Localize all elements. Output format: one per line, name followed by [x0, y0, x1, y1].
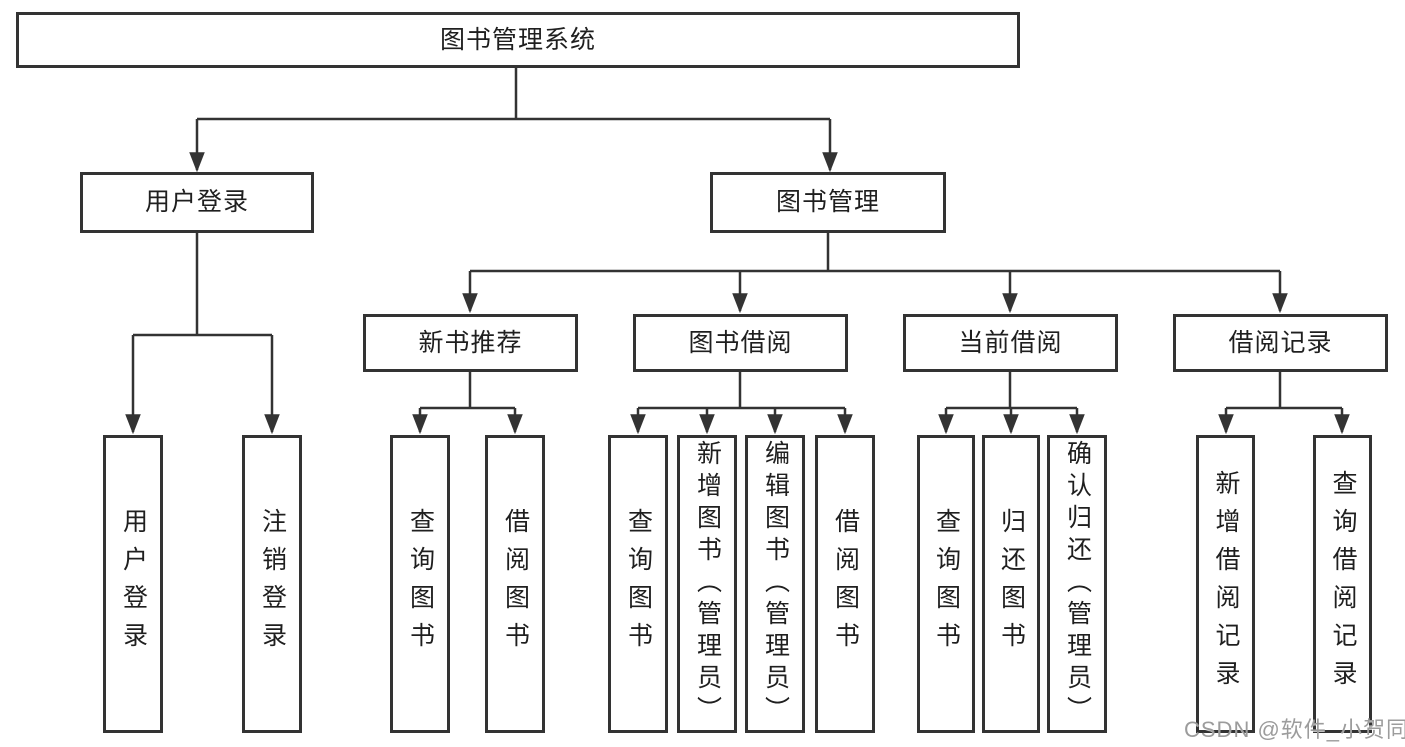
connector-borrow-trunk: [638, 372, 845, 410]
node-records-2: 查询借阅记录: [1313, 435, 1372, 733]
node-login-2: 注销登录: [242, 435, 302, 733]
node-borrow-3: 编辑图书（管理员）: [745, 435, 805, 733]
node-borrow-2: 新增图书（管理员）: [677, 435, 737, 733]
node-root: 图书管理系统: [16, 12, 1020, 68]
node-borrow-1: 查询图书: [608, 435, 668, 733]
node-current-1: 查询图书: [917, 435, 975, 733]
node-current-2: 归还图书: [982, 435, 1040, 733]
node-borrow-4: 借阅图书: [815, 435, 875, 733]
node-current-3: 确认归还（管理员）: [1047, 435, 1107, 733]
node-login-1: 用户登录: [103, 435, 163, 733]
node-records-1: 新增借阅记录: [1196, 435, 1255, 733]
connector-mgmt-trunk: [470, 233, 1280, 273]
connector-root-trunk: [197, 68, 830, 121]
node-rec: 新书推荐: [363, 314, 578, 372]
watermark: CSDN @软件_小贺同学: [1184, 717, 1405, 742]
node-login: 用户登录: [80, 172, 314, 233]
node-borrow: 图书借阅: [633, 314, 848, 372]
node-records: 借阅记录: [1173, 314, 1388, 372]
node-rec-2: 借阅图书: [485, 435, 545, 733]
node-rec-1: 查询图书: [390, 435, 450, 733]
connector-login-trunk: [133, 233, 272, 337]
connector-current-trunk: [946, 372, 1077, 410]
node-mgmt: 图书管理: [710, 172, 946, 233]
connector-rec-trunk: [420, 372, 515, 410]
node-current: 当前借阅: [903, 314, 1118, 372]
connector-records-trunk: [1226, 372, 1342, 410]
